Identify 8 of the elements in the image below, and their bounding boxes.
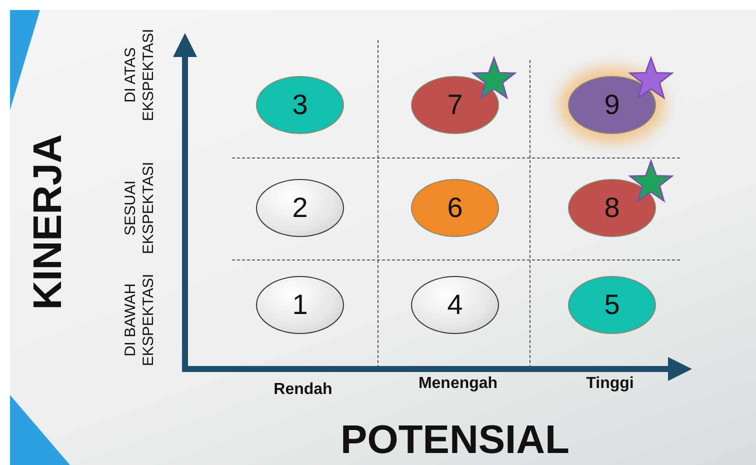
column-label: Menengah [417, 374, 499, 392]
axis-title: KINERJA [25, 133, 71, 312]
column-label: Rendah [272, 380, 334, 398]
row-label: DI ATAS EKSPEKTASI [122, 28, 158, 124]
row-label: SESUAI EKSPEKTASI [122, 160, 158, 256]
column-label: Tinggi [585, 374, 635, 392]
axis-title: POTENSIAL [340, 417, 570, 464]
row-label: DI BAWAH EKSPEKTASI [122, 272, 158, 368]
